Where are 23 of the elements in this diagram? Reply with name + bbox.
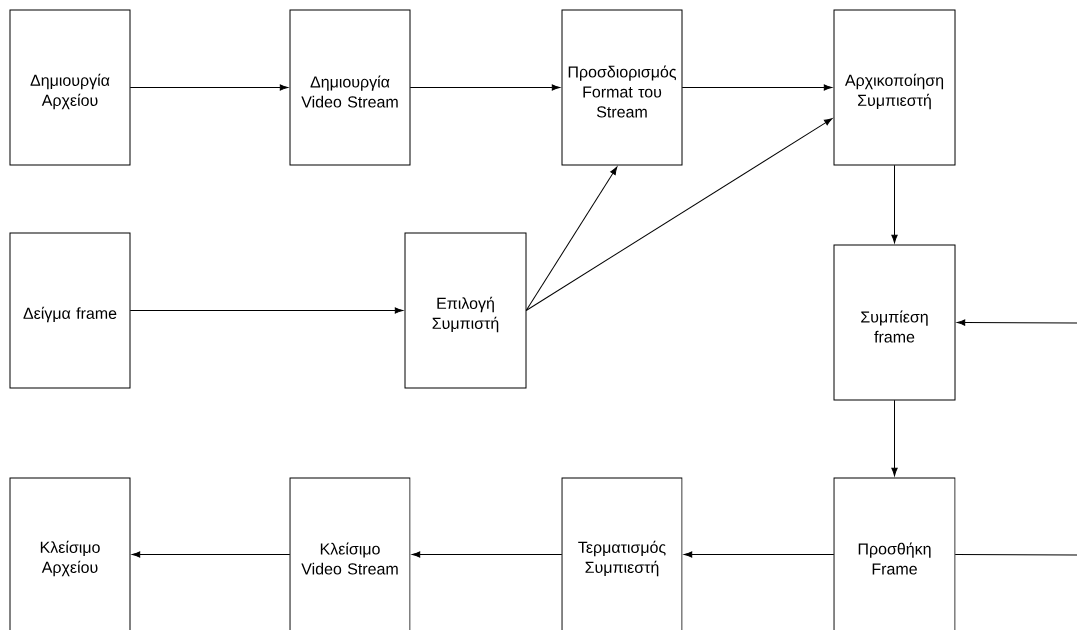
process-box: Αρχικοποίηση Συμπιεστή: [833, 9, 956, 166]
arrow: [525, 166, 618, 311]
arrow: [683, 551, 835, 558]
process-box: Προσθήκη Frame: [833, 477, 956, 630]
arrow: [129, 84, 289, 91]
process-box: Δημιουργία Αρχείου: [9, 9, 131, 166]
process-box: Δείγμα frame: [9, 232, 131, 389]
arrow: [409, 84, 561, 91]
process-box: Συμπίεση frame: [833, 244, 956, 401]
arrow: [891, 164, 898, 244]
process-box: Επιλογή Συμπιστή: [404, 232, 527, 389]
arrow: [411, 551, 563, 558]
arrow: [681, 84, 833, 91]
process-box: Προσδιορισμός Format του Stream: [561, 9, 683, 166]
process-box: Κλείσιμο Video Stream: [289, 477, 411, 630]
process-box: Τερματισμός Συμπιεστή: [561, 477, 683, 630]
arrow: [525, 118, 833, 311]
arrow: [129, 307, 404, 314]
arrow: [891, 399, 898, 477]
arrow: [131, 551, 291, 558]
process-box: Δημιουργία Video Stream: [289, 9, 411, 166]
process-box: Κλείσιμο Αρχείου: [9, 477, 131, 630]
arrow: [956, 319, 1077, 326]
